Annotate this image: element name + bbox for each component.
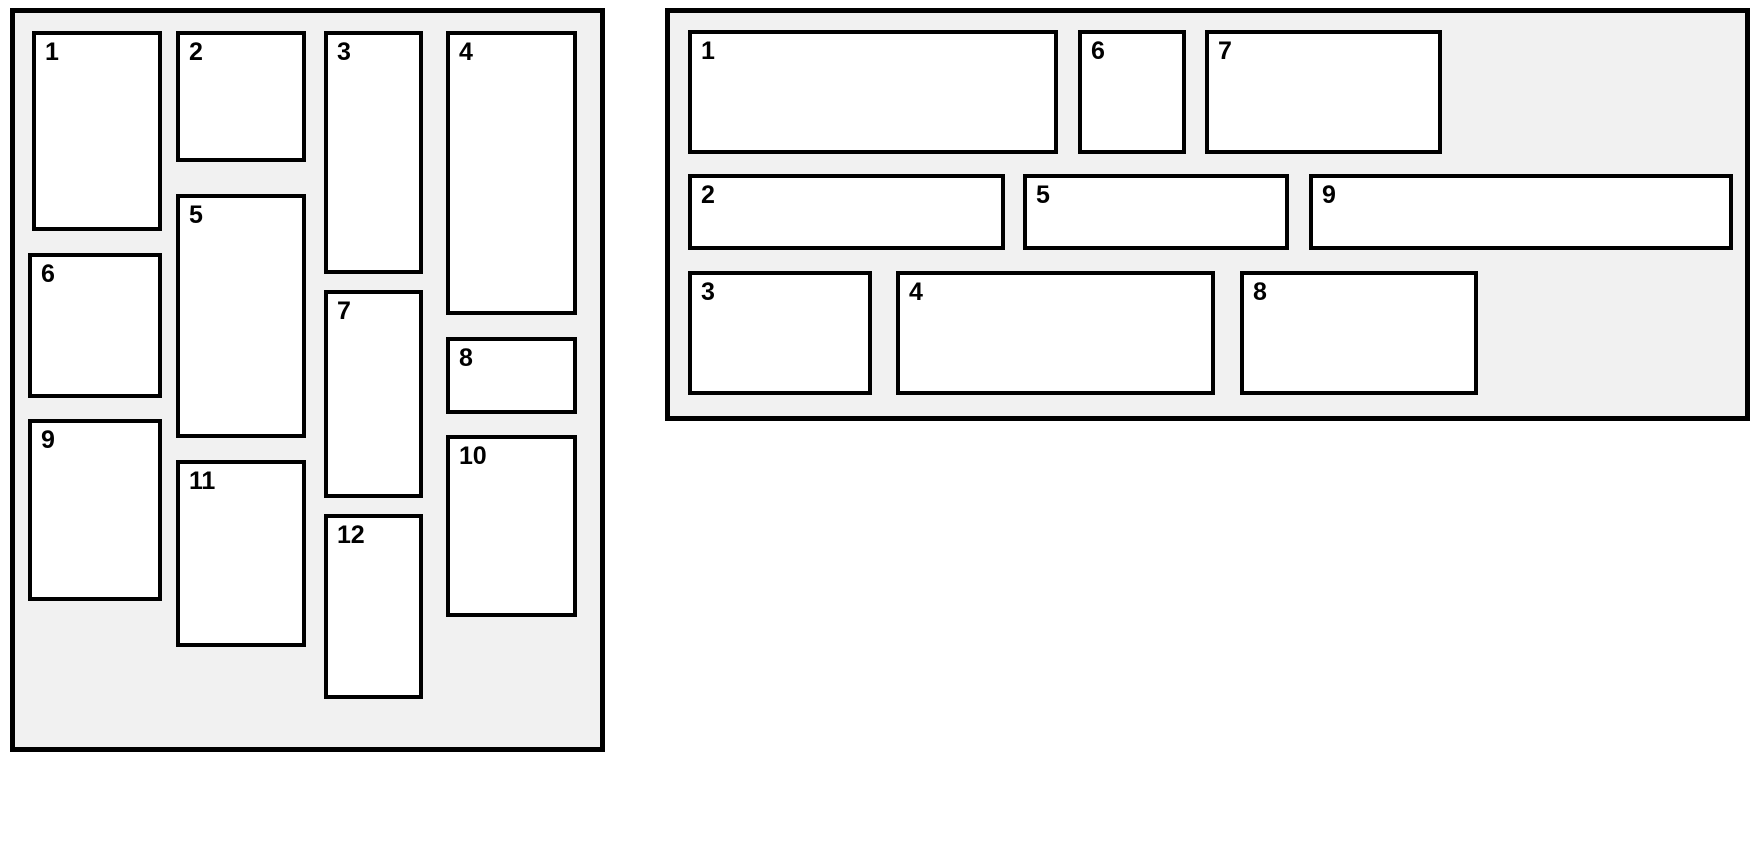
layout-cell-6[interactable]: 6 [1078,30,1186,154]
layout-cell-label: 2 [189,38,203,66]
layout-cell-label: 3 [701,278,715,306]
layout-cell-5[interactable]: 5 [176,194,306,438]
layout-cell-9[interactable]: 9 [1309,174,1733,250]
layout-cell-1[interactable]: 1 [688,30,1058,154]
layout-cell-4[interactable]: 4 [896,271,1215,395]
layout-cell-label: 9 [41,426,55,454]
layout-cell-5[interactable]: 5 [1023,174,1289,250]
layout-cell-label: 7 [1218,37,1232,65]
right-layout-panel: 1 6 7 2 5 9 3 4 8 [665,8,1750,421]
layout-cell-11[interactable]: 11 [176,460,306,647]
layout-cell-3[interactable]: 3 [324,31,423,274]
layout-cell-label: 3 [337,38,351,66]
layout-cell-8[interactable]: 8 [1240,271,1478,395]
layout-cell-6[interactable]: 6 [28,253,162,398]
layout-cell-label: 10 [459,442,487,470]
layout-cell-4[interactable]: 4 [446,31,577,315]
layout-cell-label: 4 [909,278,923,306]
layout-cell-10[interactable]: 10 [446,435,577,617]
layout-cell-label: 8 [459,344,473,372]
layout-cell-3[interactable]: 3 [688,271,872,395]
layout-cell-7[interactable]: 7 [324,290,423,498]
layout-cell-label: 5 [1036,181,1050,209]
layout-cell-label: 4 [459,38,473,66]
layout-cell-12[interactable]: 12 [324,514,423,699]
layout-cell-label: 6 [41,260,55,288]
layout-cell-label: 7 [337,297,351,325]
layout-cell-label: 8 [1253,278,1267,306]
layout-cell-label: 5 [189,201,203,229]
layout-cell-1[interactable]: 1 [32,31,162,231]
layout-cell-8[interactable]: 8 [446,337,577,414]
layout-cell-label: 12 [337,521,365,549]
layout-cell-label: 6 [1091,37,1105,65]
layout-cell-label: 11 [189,467,216,495]
layout-cell-label: 1 [701,37,715,65]
layout-cell-2[interactable]: 2 [176,31,306,162]
layout-cell-9[interactable]: 9 [28,419,162,601]
layout-cell-label: 2 [701,181,715,209]
layout-cell-label: 1 [45,38,59,66]
layout-cell-label: 9 [1322,181,1336,209]
layout-cell-2[interactable]: 2 [688,174,1005,250]
layout-cell-7[interactable]: 7 [1205,30,1442,154]
